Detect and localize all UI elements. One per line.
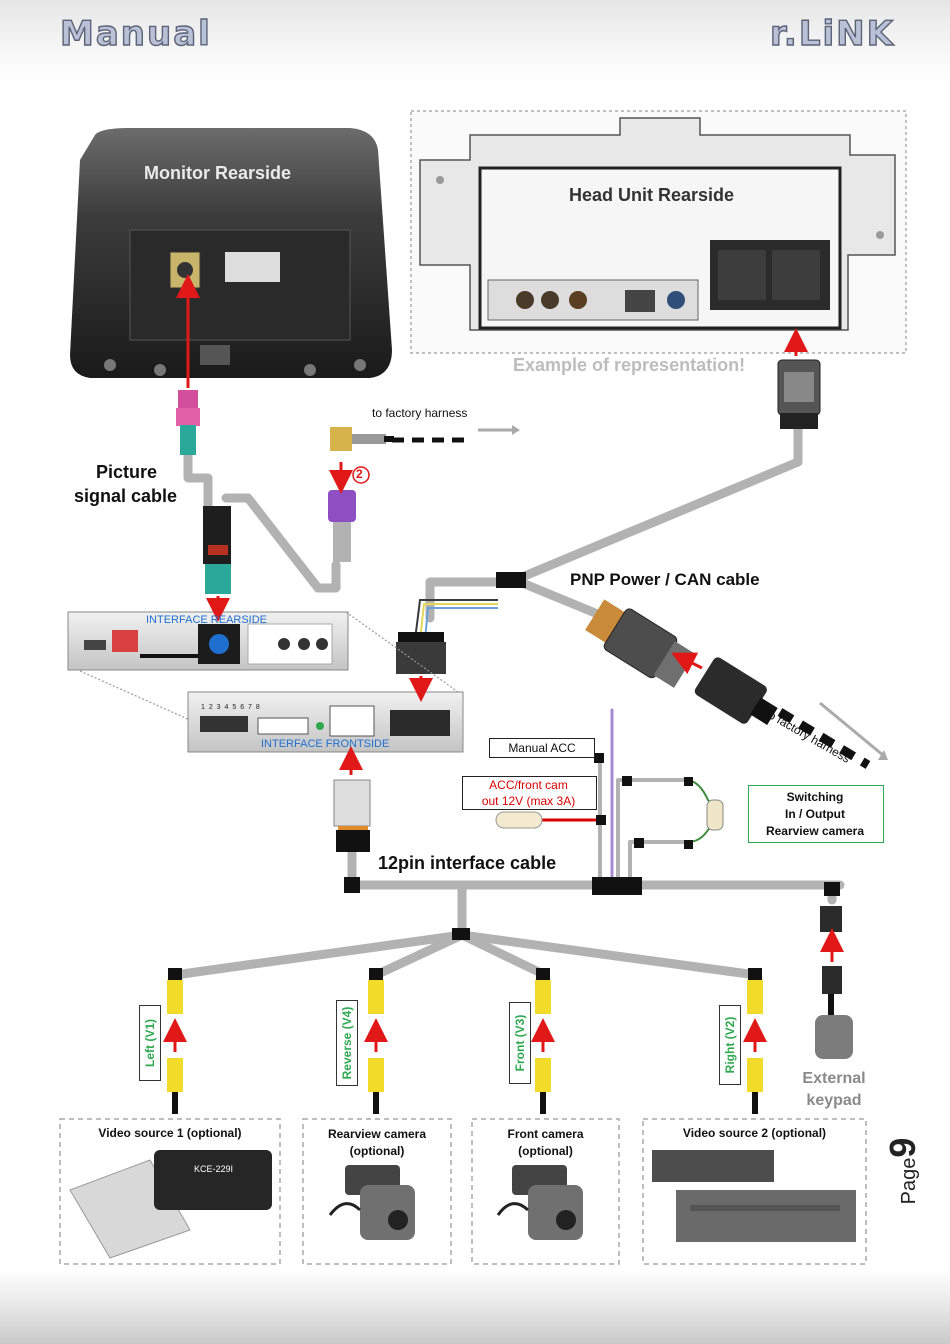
- head-unit-plug: [777, 359, 821, 429]
- switching-line-1: Switching: [786, 790, 844, 804]
- switching-box: [748, 785, 884, 843]
- external-keypad-line-2: keypad: [806, 1092, 862, 1109]
- interface-front-image: [187, 691, 464, 753]
- keypad-image: [815, 1015, 853, 1059]
- dip-numbers: 1 2 3 4 5 6 7 8: [201, 704, 261, 711]
- switching-line-2: In / Output: [785, 807, 845, 821]
- example-note: Example of representation!: [513, 355, 746, 375]
- page-number: Page9: [882, 1136, 923, 1206]
- front-v3-label: Front (V3): [509, 1002, 531, 1084]
- fakra-violet-connector: [328, 427, 394, 562]
- junction-1: [344, 877, 360, 893]
- header-band: [0, 0, 950, 80]
- video-source-2-label: Video source 2 (optional): [682, 1126, 827, 1140]
- inline-fuse: [706, 799, 724, 831]
- fakra-teal-connector: [203, 506, 231, 594]
- pnp-interface-plug: [396, 632, 446, 674]
- junction-3: [452, 928, 470, 940]
- head-unit-image: [419, 117, 896, 331]
- interface-rearside-label: INTERFACE REARSIDE: [146, 614, 268, 626]
- front-camera-line-2: (optional): [518, 1144, 573, 1158]
- acc-terminal: [495, 811, 543, 829]
- reverse-v4-label: Reverse (V4): [336, 1000, 358, 1086]
- device-label: KCE-229I: [194, 1164, 233, 1174]
- rca-connectors: [167, 968, 763, 1114]
- external-keypad-line-1: External: [802, 1070, 866, 1087]
- front-camera-image: [496, 1165, 583, 1240]
- 12pin-cable-label: 12pin interface cable: [378, 853, 557, 873]
- interface-frontside-label: INTERFACE FRONTSIDE: [261, 738, 390, 750]
- to-factory-harness-top: to factory harness: [372, 406, 468, 420]
- picture-cable-label-2: signal cable: [74, 486, 178, 506]
- acc-front-cam-line-1: ACC/front cam: [489, 778, 568, 792]
- rlink-logo: r.LiNK: [769, 13, 895, 54]
- front-camera-line-1: Front camera: [507, 1127, 584, 1141]
- 12pin-connector: [333, 779, 371, 852]
- step-number: 2: [356, 467, 363, 481]
- page-digit: 9: [882, 1137, 923, 1158]
- video-source-1-image: [69, 1150, 272, 1259]
- monitor-rearside-label: Monitor Rearside: [144, 163, 292, 183]
- right-v2-label: Right (V2): [719, 1005, 741, 1085]
- video-source-2-image: [652, 1150, 856, 1242]
- fakra-pink-connector: [176, 390, 200, 455]
- rearview-camera-line-1: Rearview camera: [327, 1127, 427, 1141]
- acc-front-cam-box: [462, 776, 597, 810]
- monitor-rearside-image: [70, 128, 392, 378]
- picture-cable-label-1: Picture: [96, 462, 158, 482]
- page-word: Page: [898, 1157, 920, 1205]
- video-source-1-label: Video source 1 (optional): [98, 1126, 242, 1140]
- head-unit-rearside-label: Head Unit Rearside: [569, 185, 735, 205]
- manual-acc-label: Manual ACC: [489, 738, 595, 758]
- switching-line-3: Rearview camera: [765, 824, 865, 838]
- footer-band: [0, 1270, 950, 1344]
- rearview-camera-line-2: (optional): [349, 1144, 405, 1158]
- red-arrows: [163, 274, 844, 1052]
- left-v1-label: Left (V1): [139, 1005, 161, 1081]
- junction-2: [592, 877, 642, 895]
- pnp-cable-label: PNP Power / CAN cable: [570, 570, 760, 589]
- step-circle: [352, 466, 370, 484]
- manual-title: Manual: [59, 13, 212, 54]
- acc-front-cam-line-2: out 12V (max 3A): [481, 794, 576, 808]
- rearview-camera-image: [328, 1165, 415, 1240]
- pnp-junction: [496, 572, 526, 588]
